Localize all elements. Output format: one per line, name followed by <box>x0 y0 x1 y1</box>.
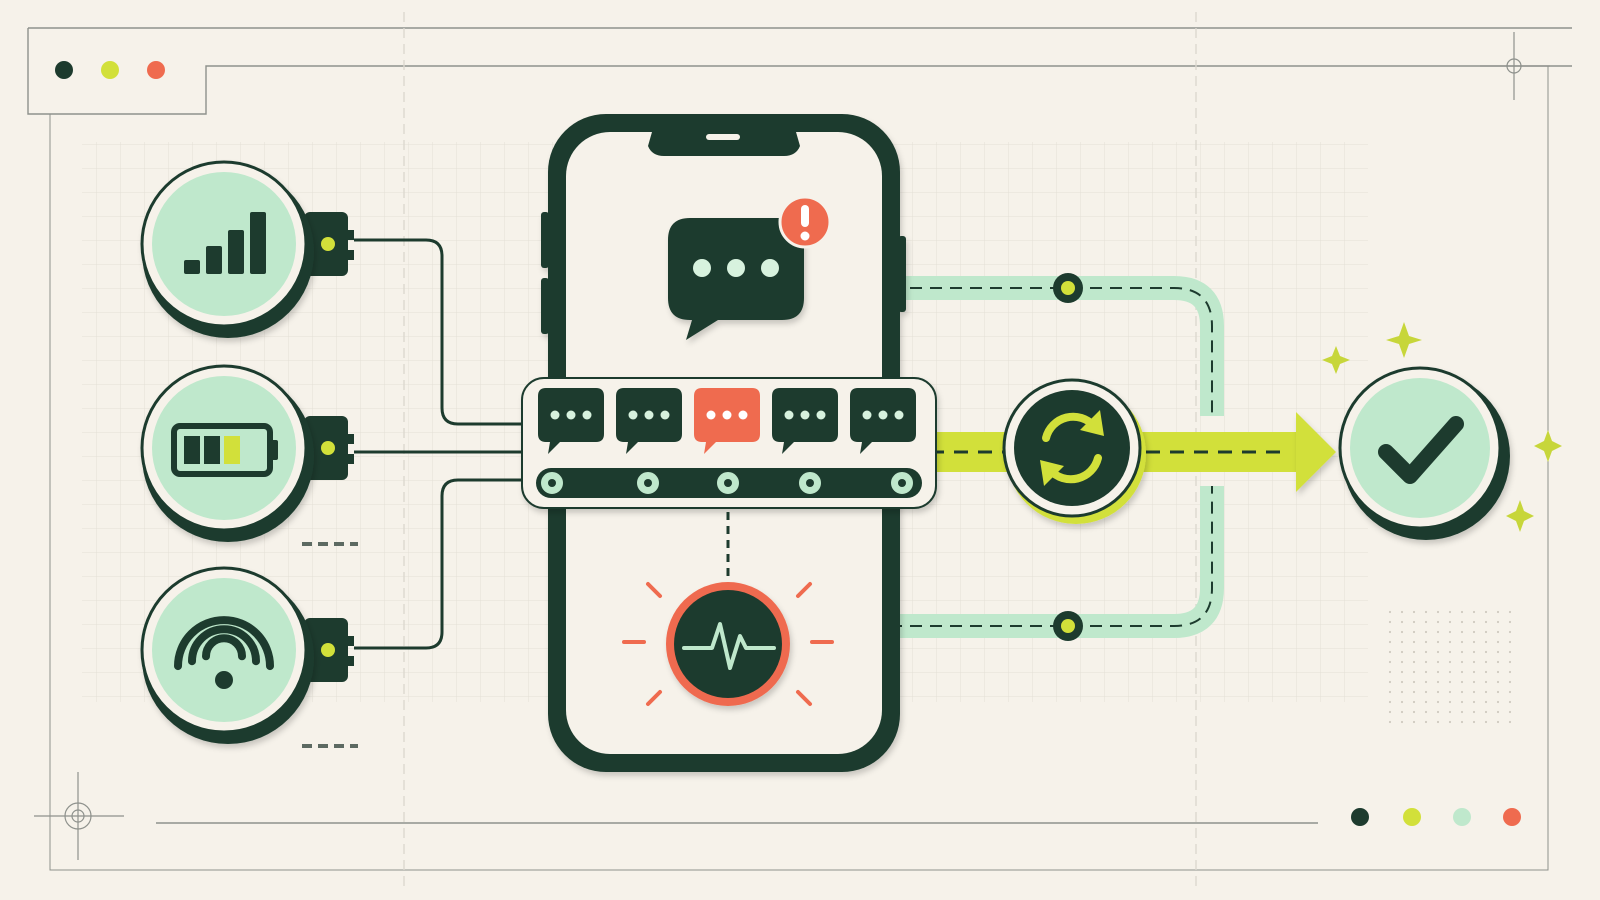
result-node <box>1338 366 1510 540</box>
chat-dots-icon <box>878 410 888 420</box>
chat-dots-icon <box>644 410 654 420</box>
chat-dots-icon <box>706 410 716 420</box>
chat-dots-icon <box>800 410 810 420</box>
signal-bars-icon <box>184 212 266 274</box>
chat-dots-icon <box>628 410 638 420</box>
checkmark-icon <box>1378 416 1464 484</box>
source-list <box>140 160 354 744</box>
message-queue <box>538 388 916 454</box>
monitor-gauge <box>666 582 790 706</box>
crosshair-top-right <box>1480 32 1550 100</box>
queue-message-3 <box>694 388 760 454</box>
legend-dot-dark <box>1351 808 1369 826</box>
queue-message-5 <box>850 388 916 454</box>
chat-dots-icon <box>566 410 576 420</box>
exclamation-icon <box>778 195 832 249</box>
chat-dots-icon <box>816 410 826 420</box>
status-led <box>321 643 335 657</box>
dotted-field <box>1388 610 1512 724</box>
window-dot-dark <box>55 61 73 79</box>
window-dot-lime <box>101 61 119 79</box>
source-node-battery <box>140 364 354 542</box>
chat-dots-icon <box>784 410 794 420</box>
sparkle-icons <box>1322 322 1562 532</box>
legend-dot-mint <box>1453 808 1471 826</box>
chat-dots-icon <box>738 410 748 420</box>
source-node-wifi <box>140 566 354 744</box>
status-led <box>321 441 335 455</box>
monitor-rays <box>622 582 834 706</box>
wifi-icon <box>174 616 274 689</box>
heartbeat-icon <box>682 622 776 670</box>
window-dot-coral <box>147 61 165 79</box>
legend-dot-coral <box>1503 808 1521 826</box>
chat-dots-icon <box>582 410 592 420</box>
dash-marks <box>302 542 358 748</box>
source-wires <box>354 238 530 650</box>
legend-dot-lime <box>1403 808 1421 826</box>
crosshair-bottom-left <box>34 772 124 860</box>
path-node-bottom-core <box>1061 619 1075 633</box>
chat-dots-icon <box>660 410 670 420</box>
status-led <box>321 237 335 251</box>
conveyor-rollers <box>539 470 915 496</box>
chat-bubble-icon <box>668 218 804 340</box>
mint-flow-paths <box>890 276 1224 638</box>
queue-message-1 <box>538 388 604 454</box>
window-frame <box>27 12 1572 890</box>
chat-dots-icon <box>722 410 732 420</box>
battery-icon <box>171 423 278 477</box>
chat-dots-icon <box>894 410 904 420</box>
queue-message-4 <box>772 388 838 454</box>
source-node-signal-bars <box>140 160 354 338</box>
sync-arrows-icon <box>1040 410 1104 486</box>
path-node-top-core <box>1061 281 1075 295</box>
chat-dots-icon <box>550 410 560 420</box>
queue-message-2 <box>616 388 682 454</box>
chat-dots-icon <box>862 410 872 420</box>
